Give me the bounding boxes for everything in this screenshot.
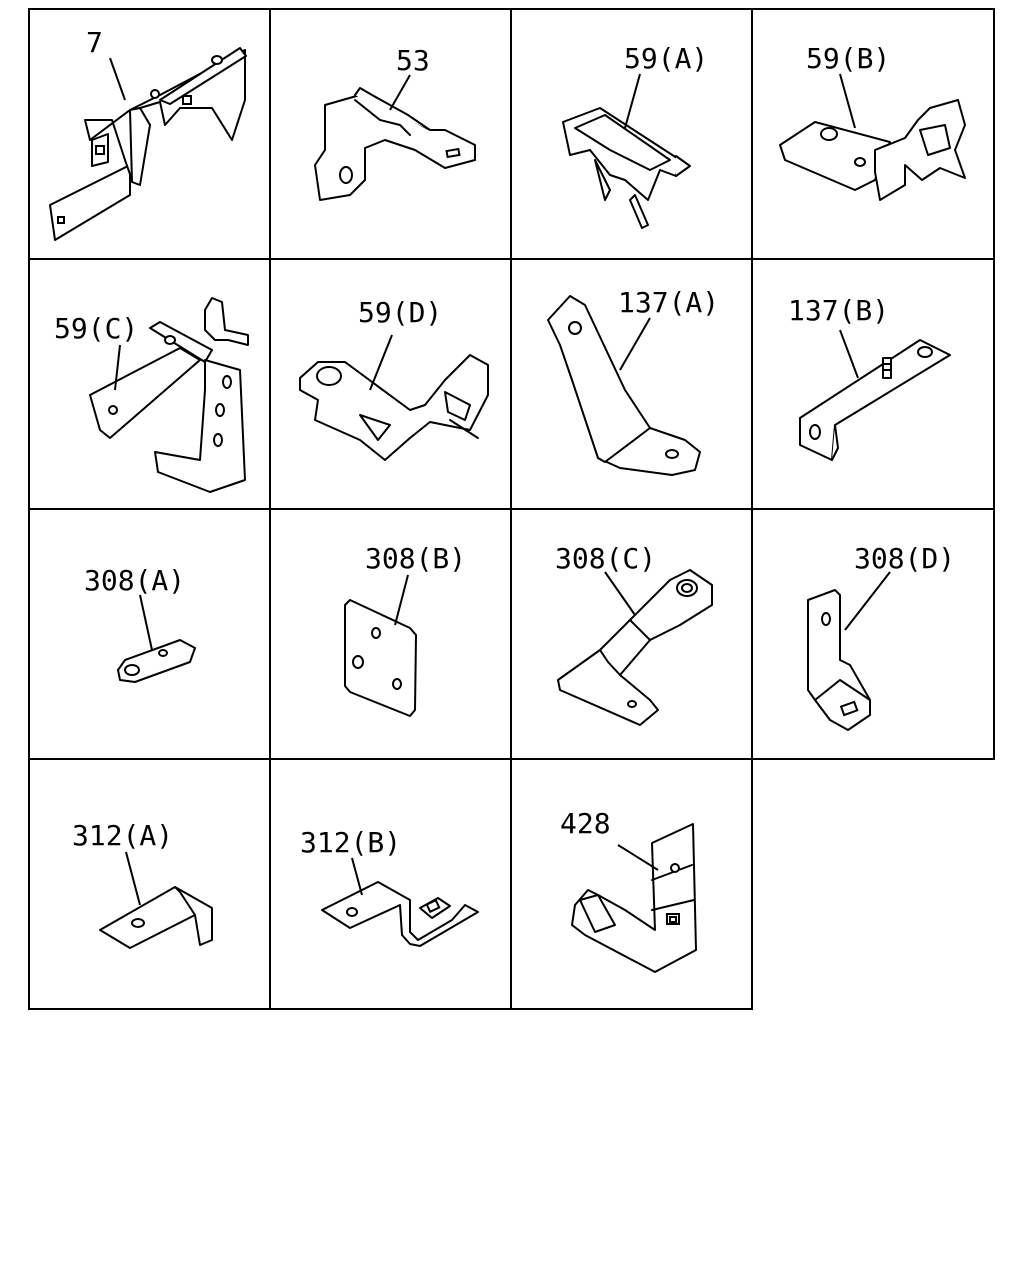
part-cell-312b: 312(B) <box>269 758 512 1010</box>
part-cell-137a: 137(A) <box>510 258 753 510</box>
bracket-7-drawing <box>49 47 247 241</box>
part-label-137a: 137(A) <box>618 286 719 319</box>
bracket-59c-drawing <box>89 297 249 493</box>
part-label-7: 7 <box>86 26 103 59</box>
part-cell-308c: 308(C) <box>510 508 753 760</box>
part-label-59a: 59(A) <box>624 42 708 75</box>
part-cell-308d: 308(D) <box>751 508 995 760</box>
part-cell-308a: 308(A) <box>28 508 271 760</box>
part-label-308b: 308(B) <box>365 542 466 575</box>
part-cell-53: 53 <box>269 8 512 260</box>
bracket-308a-drawing <box>117 639 196 683</box>
part-cell-312a: 312(A) <box>28 758 271 1010</box>
bracket-137b-drawing <box>799 339 951 461</box>
part-cell-428: 428 <box>510 758 753 1010</box>
part-label-428: 428 <box>560 807 611 840</box>
bracket-312b-drawing <box>321 881 479 947</box>
bracket-59a-drawing <box>562 107 691 229</box>
bracket-59b-drawing <box>779 99 966 201</box>
part-cell-59c: 59(C) <box>28 258 271 510</box>
part-cell-59a: 59(A) <box>510 8 753 260</box>
part-cell-59b: 59(B) <box>751 8 995 260</box>
part-label-308a: 308(A) <box>84 564 185 597</box>
part-label-308d: 308(D) <box>854 542 955 575</box>
part-cell-137b: 137(B) <box>751 258 995 510</box>
bracket-137a-drawing <box>547 295 701 476</box>
bracket-312a-drawing <box>99 886 213 949</box>
part-label-59b: 59(B) <box>806 42 890 75</box>
part-cell-7: 7 <box>28 8 271 260</box>
bracket-59d-drawing <box>299 354 489 461</box>
bracket-308d-drawing <box>807 589 871 731</box>
part-label-53: 53 <box>396 44 430 77</box>
part-label-59c: 59(C) <box>54 312 138 345</box>
part-label-59d: 59(D) <box>358 296 442 329</box>
part-label-308c: 308(C) <box>555 542 656 575</box>
part-label-312a: 312(A) <box>72 819 173 852</box>
part-label-137b: 137(B) <box>788 294 889 327</box>
bracket-308c-drawing <box>557 569 713 726</box>
bracket-308b-drawing <box>344 599 417 717</box>
bracket-53-drawing <box>314 87 476 201</box>
part-cell-59d: 59(D) <box>269 258 512 510</box>
part-cell-308b: 308(B) <box>269 508 512 760</box>
bracket-428-drawing <box>571 823 697 973</box>
part-label-312b: 312(B) <box>300 826 401 859</box>
